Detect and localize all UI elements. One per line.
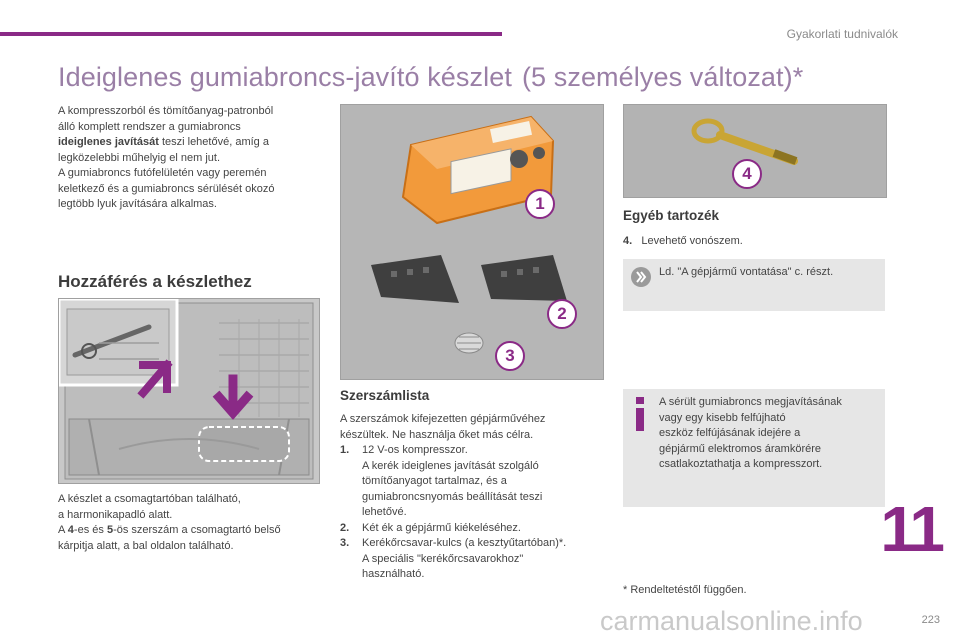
- tools-list: 1. 12 V-os kompresszor. A kerék ideiglen…: [340, 443, 608, 583]
- tools-item-line: Két ék a gépjármű kiékeléséhez.: [362, 521, 521, 534]
- other-item: 4. Levehető vonószem.: [623, 234, 743, 250]
- trunk-photo: [58, 298, 320, 484]
- intro-line: ideiglenes javítását teszi lehetővé, amí…: [58, 135, 328, 151]
- info-line: gépjármű elektromos áramkörére: [659, 442, 822, 455]
- tools-list-item: 3. Kerékőrcsavar-kulcs (a kesztyűtartóba…: [340, 536, 608, 583]
- intro-line-rest: teszi lehetővé, amíg a: [158, 136, 269, 148]
- kit-illustration: [341, 105, 603, 379]
- tools-item-line: A kerék ideiglenes javítását szolgáló: [362, 459, 539, 472]
- trunk-illustration: [59, 299, 319, 483]
- tools-item-number: 3.: [340, 537, 350, 549]
- info-line: vagy egy kisebb felfújható: [659, 411, 786, 424]
- access-text: -ös szerszám a csomagtartó belső: [113, 524, 281, 536]
- info-line: csatlakoztathatja a kompresszort.: [659, 458, 823, 470]
- tools-item-line: lehetővé.: [362, 506, 407, 518]
- reference-box: Ld. "A gépjármű vontatása" c. részt.: [623, 259, 885, 311]
- tools-item-line: A speciális "kerékőrcsavarokhoz": [362, 552, 524, 565]
- tool-ref-5: 5: [106, 524, 114, 536]
- intro-bold: ideiglenes javítását: [58, 136, 159, 148]
- tools-item-line: tömítőanyagot tartalmaz, és a: [362, 475, 507, 487]
- tools-intro: A szerszámok kifejezetten gépjárművéhez …: [340, 412, 605, 443]
- intro-line: keletkező és a gumiabroncs sérülését oko…: [58, 182, 275, 195]
- chapter-number: 11: [880, 493, 945, 565]
- access-paragraph: A készlet a csomagtartóban található, a …: [58, 492, 328, 554]
- watermark: carmanualsonline.info: [600, 606, 863, 636]
- access-line: kárpitja alatt, a bal oldalon található.: [58, 539, 234, 552]
- kit-photo: 1 2 3: [340, 104, 604, 380]
- tools-item-number: 2.: [340, 521, 350, 534]
- info-line: A sérült gumiabroncs megjavításának: [659, 396, 842, 408]
- intro-paragraph: A kompresszorból és tömítőanyag-patronbó…: [58, 104, 328, 213]
- tools-list-item: 1. 12 V-os kompresszor. A kerék ideiglen…: [340, 443, 608, 521]
- tools-item-line: Kerékőrcsavar-kulcs (a kesztyűtartóban)*…: [362, 537, 567, 549]
- intro-line: álló komplett rendszer a gumiabroncs: [58, 120, 241, 133]
- access-line: A készlet a csomagtartóban található,: [58, 493, 241, 505]
- header-accent-bar: [0, 32, 502, 36]
- badge-4: 4: [732, 159, 762, 189]
- tools-item-line: 12 V-os kompresszor.: [362, 444, 468, 456]
- tools-item-line: gumiabroncsnyomás beállítását teszi: [362, 490, 543, 503]
- other-heading: Egyéb tartozék: [623, 208, 720, 223]
- access-text: A: [58, 524, 68, 536]
- info-icon: [635, 397, 645, 431]
- page-number: 223: [921, 614, 940, 626]
- info-box: A sérült gumiabroncs megjavításának vagy…: [623, 389, 885, 507]
- access-heading: Hozzáférés a készlethez: [58, 272, 252, 291]
- double-chevron-right-icon: [631, 267, 651, 287]
- other-item-text: Levehető vonószem.: [641, 235, 743, 247]
- intro-line: A kompresszorból és tömítőanyag-patronbó…: [58, 105, 274, 117]
- tools-item-line: használható.: [362, 568, 425, 580]
- intro-line: A gumiabroncs futófelületén vagy peremén: [58, 167, 267, 179]
- tools-intro-line: A szerszámok kifejezetten gépjárművéhez: [340, 413, 546, 425]
- page-title: Ideiglenes gumiabroncs-javító készlet (5 …: [58, 62, 803, 93]
- intro-line: legtöbb lyuk javítására alkalmas.: [58, 198, 217, 210]
- badge-2: 2: [547, 299, 577, 329]
- info-line: eszköz felfújásának idejére a: [659, 427, 801, 439]
- section-title: Gyakorlati tudnivalók: [786, 27, 898, 41]
- tools-item-number: 1.: [340, 444, 350, 456]
- badge-1: 1: [525, 189, 555, 219]
- towing-eye-photo: 4: [623, 104, 887, 198]
- intro-line: legközelebbi műhelyig el nem jut.: [58, 151, 221, 164]
- page-title-main: Ideiglenes gumiabroncs-javító készlet: [58, 62, 512, 92]
- tools-list-item: 2. Két ék a gépjármű kiékeléséhez.: [340, 521, 608, 537]
- other-item-number: 4.: [623, 235, 633, 247]
- page-title-suffix: (5 személyes változat)*: [521, 62, 804, 92]
- footnote: * Rendeltetéstől függően.: [623, 584, 747, 596]
- reference-text: Ld. "A gépjármű vontatása" c. részt.: [659, 266, 834, 278]
- access-line: a harmonikapadló alatt.: [58, 508, 173, 521]
- tools-heading: Szerszámlista: [340, 388, 430, 403]
- tool-ref-4: 4: [67, 524, 74, 536]
- access-text: -es és: [73, 524, 107, 536]
- info-text: A sérült gumiabroncs megjavításának vagy…: [659, 395, 881, 473]
- tools-intro-line: készültek. Ne használja őket más célra.: [340, 428, 534, 441]
- access-line: A 4-es és 5-ös szerszám a csomagtartó be…: [58, 523, 328, 539]
- badge-3: 3: [495, 341, 525, 371]
